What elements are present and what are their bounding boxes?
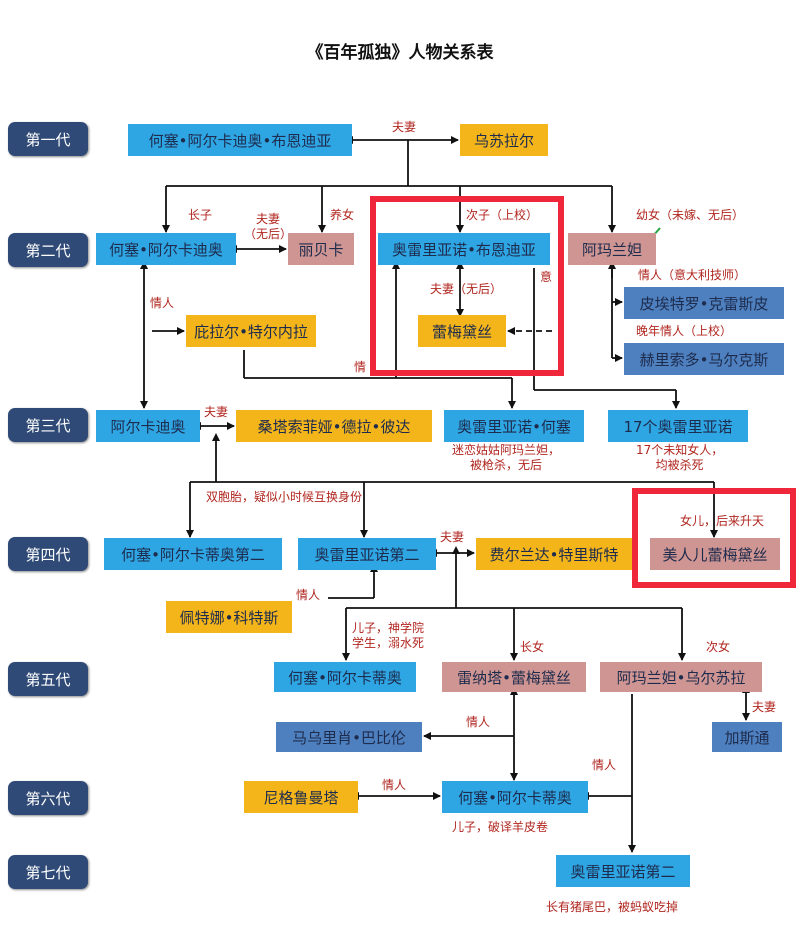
- node-fernanda: 费尔兰达•特里斯特: [476, 538, 632, 570]
- label-seventeen-note: 17个未知女人， 均被杀死: [636, 443, 724, 472]
- node-jose-arcadio-g5: 何塞•阿尔卡蒂奥: [274, 662, 416, 692]
- label-lover-italian: 情人（意大利技师）: [638, 268, 747, 282]
- node-gaston: 加斯通: [712, 722, 782, 752]
- node-mauricio-babilonia: 马乌里肖•巴比伦: [276, 722, 422, 752]
- generation-label-7: 第七代: [8, 855, 88, 889]
- label-aureliano-jose-note: 迷恋姑姑阿玛兰妲， 被枪杀，无后: [452, 443, 561, 472]
- node-pilar-ternera: 庇拉尔•特尔内拉: [186, 315, 316, 347]
- node-aureliano-jose: 奥雷里亚诺•何塞: [444, 410, 584, 442]
- label-second-son: 次子（上校）: [466, 208, 539, 222]
- label-lover-partial-mid: 情: [354, 360, 367, 374]
- node-jose-arcadio-segundo: 何塞•阿尔卡蒂奥第二: [104, 538, 282, 570]
- label-eldest-daughter: 长女: [520, 640, 545, 654]
- node-remedios-the-beauty: 美人儿蕾梅黛丝: [650, 538, 780, 570]
- label-lover-petra: 情人: [296, 588, 321, 602]
- node-jose-arcadio: 何塞•阿尔卡迪奥: [96, 233, 236, 265]
- node-rebeca: 丽贝卡: [288, 233, 354, 265]
- node-amaranta: 阿玛兰妲: [568, 233, 656, 265]
- label-lover-partial-right: 意: [540, 270, 553, 284]
- node-gerineldo-marquez: 赫里索多•马尔克斯: [624, 343, 784, 375]
- node-renata-remedios: 雷纳塔•蕾梅黛丝: [442, 662, 586, 692]
- node-jose-arcadio-buendia: 何塞•阿尔卡迪奥•布恩迪亚: [128, 124, 352, 156]
- label-spouse-g5: 夫妻: [752, 700, 777, 714]
- generation-label-5: 第五代: [8, 662, 88, 696]
- label-youngest-daughter: 幼女（未嫁、无后）: [636, 208, 745, 222]
- label-late-lover: 晚年情人（上校）: [636, 324, 733, 338]
- label-twins-note: 双胞胎，疑似小时候互换身份: [206, 490, 363, 504]
- label-son-seminary: 儿子，神学院 学生，溺水死: [352, 621, 425, 650]
- label-lover-nigromanta: 情人: [382, 778, 407, 792]
- page-title: 《百年孤独》人物关系表: [306, 43, 494, 63]
- label-adopted-daughter: 养女: [330, 208, 355, 222]
- label-spouse-g4: 夫妻: [440, 530, 465, 544]
- node-nigromanta: 尼格鲁曼塔: [244, 781, 358, 813]
- generation-label-4: 第四代: [8, 537, 88, 571]
- label-lover-mauricio: 情人: [466, 715, 491, 729]
- generation-label-3: 第三代: [8, 408, 88, 442]
- generation-label-1: 第一代: [8, 122, 88, 156]
- label-pig-tail-note: 长有猪尾巴，被蚂蚁吃掉: [546, 900, 679, 914]
- label-lover-pilar: 情人: [150, 296, 175, 310]
- node-aureliano-buendia: 奥雷里亚诺•布恩迪亚: [378, 233, 550, 265]
- node-amaranta-ursula: 阿玛兰妲•乌尔苏拉: [600, 662, 762, 692]
- highlight-box-remedios-beauty: [632, 488, 796, 588]
- label-eldest-son: 长子: [188, 208, 213, 222]
- node-aureliano-babilonia: 何塞•阿尔卡蒂奥: [442, 781, 588, 813]
- node-pietro-crespi: 皮埃特罗•克雷斯皮: [624, 287, 784, 319]
- node-aureliano-segundo: 奥雷里亚诺第二: [298, 538, 436, 570]
- node-remedios: 蕾梅黛丝: [418, 315, 506, 347]
- label-spouse-no-heir: 夫妻 （无后）: [244, 212, 293, 241]
- label-spouse-remedios: 夫妻（无后）: [430, 282, 503, 296]
- label-spouse-g1: 夫妻: [392, 120, 417, 134]
- label-son-parchment: 儿子，破译羊皮卷: [452, 820, 549, 834]
- node-petra-cotes: 佩特娜•科特斯: [166, 601, 292, 633]
- node-seventeen-aurelianos: 17个奥雷里亚诺: [608, 410, 748, 442]
- node-aureliano-g7: 奥雷里亚诺第二: [556, 855, 690, 887]
- generation-label-6: 第六代: [8, 781, 88, 815]
- label-daughter-ascended: 女儿，后来升天: [680, 514, 765, 528]
- label-second-daughter: 次女: [706, 640, 731, 654]
- generation-label-2: 第二代: [8, 233, 88, 267]
- label-spouse-g3: 夫妻: [204, 405, 229, 419]
- highlight-box-aureliano: [370, 196, 564, 376]
- node-ursula: 乌苏拉尔: [460, 124, 548, 156]
- node-arcadio: 阿尔卡迪奥: [96, 410, 200, 442]
- node-santa-sofia: 桑塔索菲娅•德拉•彼达: [236, 410, 432, 442]
- label-lover-g6: 情人: [592, 758, 617, 772]
